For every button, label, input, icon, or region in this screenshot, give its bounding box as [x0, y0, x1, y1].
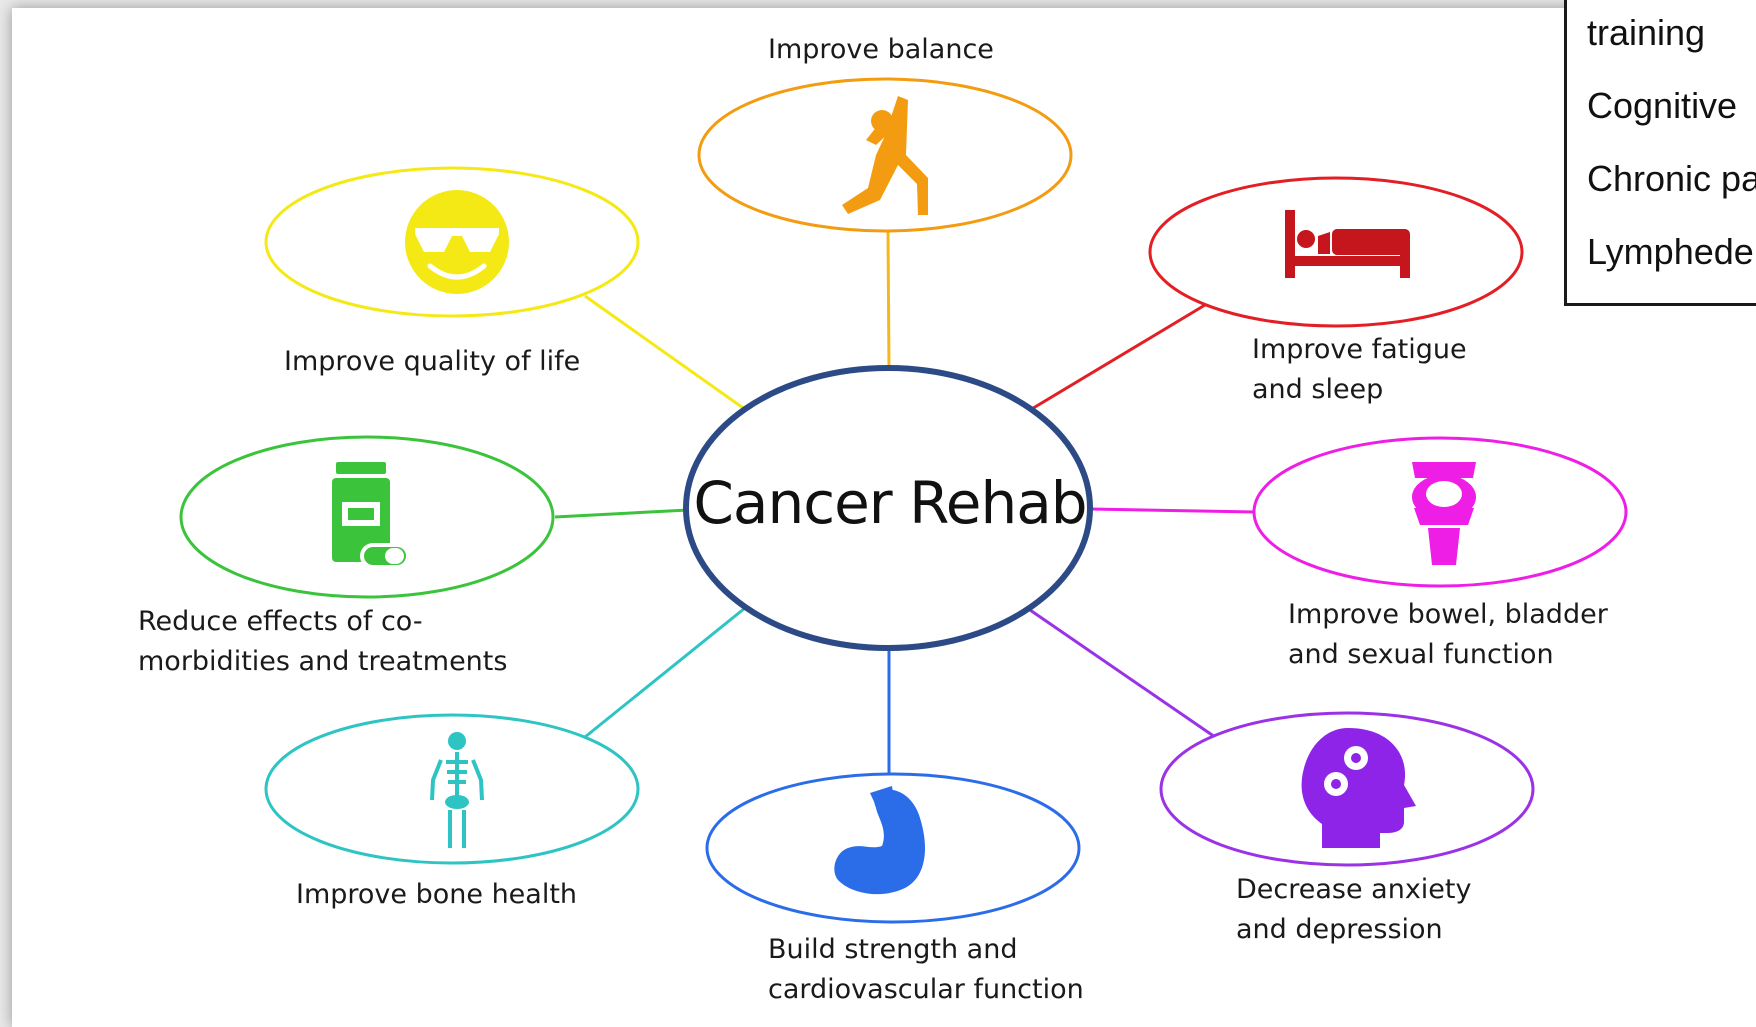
label-bone: Improve bone health: [296, 879, 578, 910]
yoga-pose-icon: [842, 96, 928, 215]
side-panel: training Cognitive Chronic pa Lymphede: [1564, 0, 1756, 306]
pill-bottle-icon: [332, 462, 410, 569]
center-node: [683, 365, 1093, 651]
side-item-cognitive: Cognitive: [1587, 85, 1738, 126]
label-anxiety: Decrease anxiety and depression: [1236, 874, 1472, 945]
center-label: Cancer Rehab: [693, 469, 1087, 537]
connector-anxiety: [1029, 608, 1216, 739]
side-item-chronic-pain: Chronic pa: [1587, 158, 1756, 199]
connector-bone: [584, 606, 746, 739]
label-qol: Improve quality of life: [284, 346, 581, 377]
connector-balance: [886, 231, 891, 371]
sunglasses-smiley-icon: [405, 190, 509, 294]
label-strength: Build strength and cardiovascular functi…: [768, 934, 1084, 1005]
label-comorbid: Reduce effects of co- morbidities and tr…: [138, 606, 508, 677]
head-gears-icon: [1301, 728, 1416, 848]
bed-icon: [1285, 210, 1410, 278]
side-item-lymphedema: Lymphede: [1587, 231, 1754, 272]
label-bowel: Improve bowel, bladder and sexual functi…: [1288, 599, 1608, 670]
flexed-arm-icon: [834, 786, 925, 895]
side-item-training: training: [1587, 12, 1706, 53]
connector-qol: [584, 294, 747, 412]
connector-fatigue: [1029, 303, 1206, 412]
node-bone: [264, 713, 640, 865]
skeleton-icon: [430, 732, 484, 848]
label-fatigue: Improve fatigue and sleep: [1252, 334, 1467, 405]
connector-bowel: [1089, 507, 1256, 514]
connector-comorbid: [554, 508, 689, 519]
label-balance: Improve balance: [768, 34, 994, 65]
toilet-icon: [1412, 462, 1476, 565]
